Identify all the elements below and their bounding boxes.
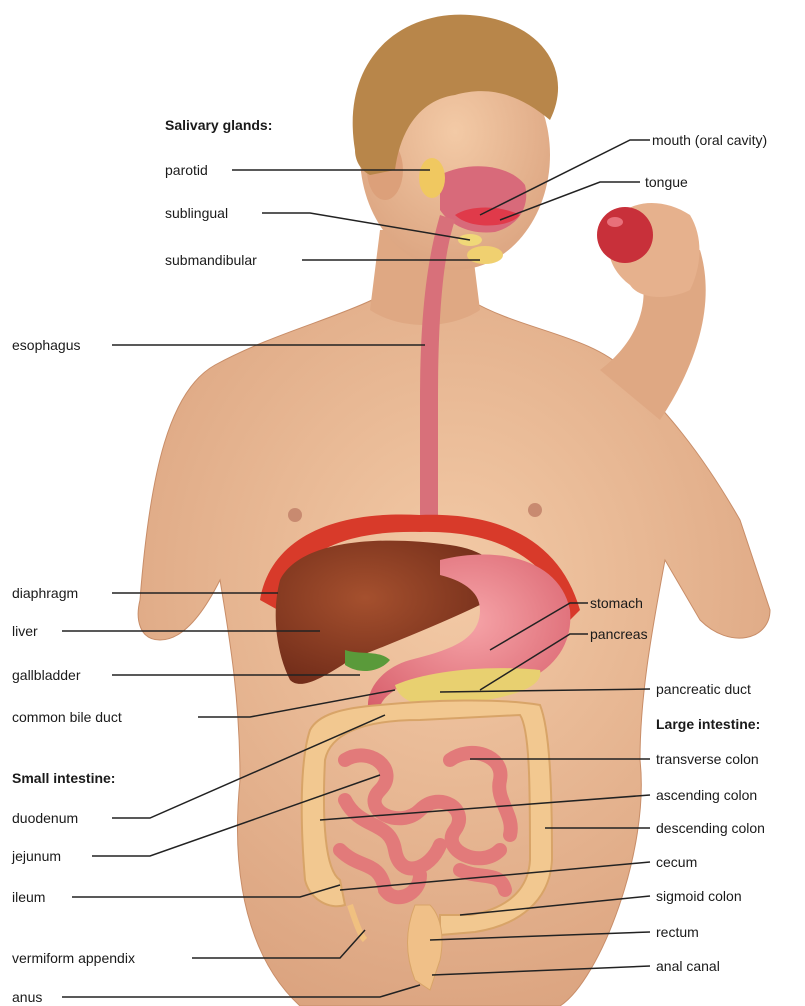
label-gallbladder: gallbladder <box>12 667 81 683</box>
label-sigmoid-colon: sigmoid colon <box>656 888 742 904</box>
label-duodenum: duodenum <box>12 810 78 826</box>
heading-small-intestine: Small intestine: <box>12 770 115 786</box>
label-ileum: ileum <box>12 889 45 905</box>
label-stomach: stomach <box>590 595 643 611</box>
label-pancreatic-duct: pancreatic duct <box>656 681 751 697</box>
parotid-gland <box>419 158 445 198</box>
heading-salivary-glands: Salivary glands: <box>165 117 272 133</box>
label-rectum: rectum <box>656 924 699 940</box>
label-ascending-colon: ascending colon <box>656 787 757 803</box>
label-diaphragm: diaphragm <box>12 585 78 601</box>
label-sublingual: sublingual <box>165 205 228 221</box>
nipple-right <box>528 503 542 517</box>
apple-highlight <box>607 217 623 227</box>
label-common-bile-duct: common bile duct <box>12 709 122 725</box>
label-jejunum: jejunum <box>12 848 61 864</box>
submandibular-gland <box>467 246 503 264</box>
label-submandibular: submandibular <box>165 252 257 268</box>
label-pancreas: pancreas <box>590 626 648 642</box>
label-vermiform-appendix: vermiform appendix <box>12 950 135 966</box>
label-mouth: mouth (oral cavity) <box>652 132 767 148</box>
nipple-left <box>288 508 302 522</box>
label-cecum: cecum <box>656 854 697 870</box>
label-liver: liver <box>12 623 38 639</box>
label-tongue: tongue <box>645 174 688 190</box>
label-anus: anus <box>12 989 42 1005</box>
label-anal-canal: anal canal <box>656 958 720 974</box>
label-parotid: parotid <box>165 162 208 178</box>
label-descending-colon: descending colon <box>656 820 765 836</box>
label-esophagus: esophagus <box>12 337 81 353</box>
apple-shape <box>597 207 653 263</box>
heading-large-intestine: Large intestine: <box>656 716 760 732</box>
label-transverse-colon: transverse colon <box>656 751 759 767</box>
